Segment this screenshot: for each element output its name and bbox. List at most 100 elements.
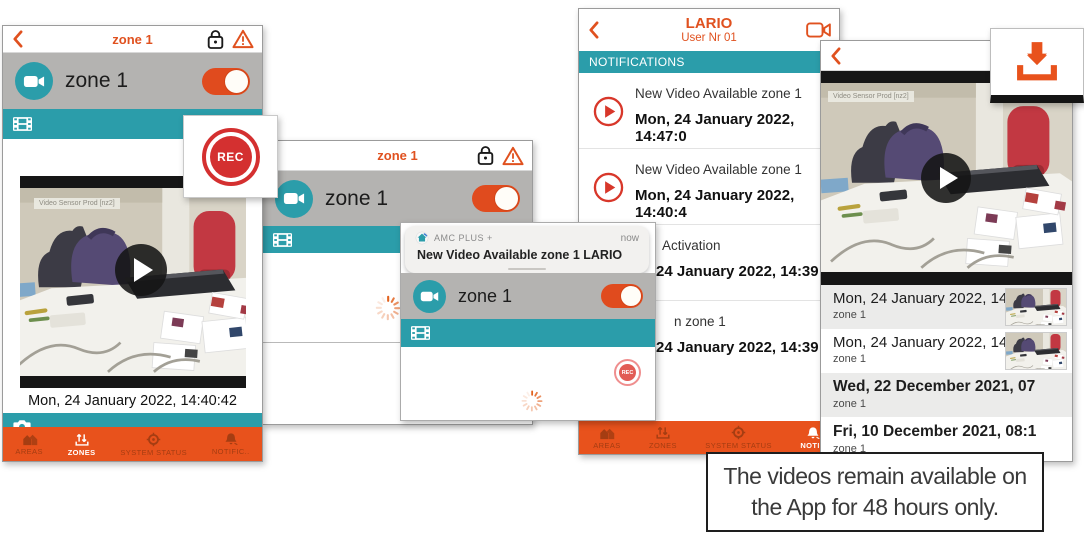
notification-date: 24 January 2022, 14:39:5	[656, 263, 832, 280]
drag-handle	[508, 268, 546, 270]
notification-date: 24 January 2022, 14:39:5	[656, 339, 832, 356]
notification-item[interactable]: Activation 24 January 2022, 14:39:5	[579, 225, 839, 301]
recording-zone: zone 1	[833, 353, 867, 365]
bottom-nav: AREAS ZONES SYSTEM STATUS NOTIF	[579, 421, 839, 454]
page-title: zone 1	[112, 31, 153, 47]
notification-title: New Video Available zone 1	[635, 162, 802, 177]
zone-row[interactable]: zone 1	[401, 273, 655, 319]
notification-title: Activation	[662, 238, 721, 253]
recording-date: Mon, 24 January 2022, 14:46:	[833, 290, 1033, 307]
film-strip-icon	[411, 326, 430, 340]
push-notification-banner[interactable]: AMC PLUS + now New Video Available zone …	[405, 226, 649, 273]
screen-push-notification: AMC PLUS + now New Video Available zone …	[400, 222, 656, 421]
notification-title: n zone 1	[674, 314, 726, 329]
recording-zone: zone 1	[833, 398, 867, 410]
video-camera-badge	[15, 62, 53, 100]
play-button[interactable]	[115, 244, 167, 296]
video-overlay-caption: Video Sensor Prod [nz2]	[34, 198, 120, 209]
notification-item[interactable]: New Video Available zone 1 Mon, 24 Janua…	[579, 149, 839, 225]
screen-video-playback: Video Sensor Prod [nz2] Mon, 24 January …	[820, 40, 1073, 462]
download-popup	[990, 28, 1084, 103]
notification-item[interactable]: New Video Available zone 1 Mon, 24 Janua…	[579, 73, 839, 149]
play-circle-icon[interactable]	[593, 96, 624, 127]
play-icon	[134, 258, 153, 282]
rec-mini-button[interactable]: REC	[614, 359, 641, 386]
download-icon[interactable]	[1014, 39, 1060, 85]
note-box: The videos remain available on the App f…	[706, 452, 1044, 532]
section-title: NOTIFICATIONS	[589, 55, 685, 69]
play-circle-icon[interactable]	[593, 172, 624, 203]
bell-icon	[805, 426, 821, 440]
zone-toggle[interactable]	[202, 67, 250, 95]
user-subtitle: User Nr 01	[681, 32, 737, 45]
recording-row[interactable]: Wed, 22 December 2021, 07 zone 1	[821, 373, 1072, 417]
nav-areas[interactable]: AREAS	[579, 421, 635, 454]
video-player[interactable]: Video Sensor Prod [nz2]	[20, 176, 246, 388]
recording-date: Mon, 24 January 2022, 14:40:	[833, 334, 1033, 351]
video-player[interactable]: Video Sensor Prod [nz2]	[821, 83, 1072, 272]
video-camera-icon	[283, 191, 305, 206]
areas-icon	[598, 426, 615, 440]
nav-areas[interactable]: AREAS	[3, 427, 55, 461]
notification-message: New Video Available zone 1 LARIO	[417, 248, 623, 262]
areas-icon	[21, 432, 38, 446]
zone-name: zone 1	[325, 186, 389, 210]
zone-row[interactable]: zone 1	[263, 171, 532, 226]
zones-icon	[74, 432, 90, 447]
nav-system-status[interactable]: SYSTEM STATUS	[108, 427, 199, 461]
notification-date: Mon, 24 January 2022, 14:40:4	[635, 187, 795, 221]
recording-zone: zone 1	[833, 309, 867, 321]
screen1-header: zone 1	[3, 26, 262, 53]
recording-date: Wed, 22 December 2021, 07	[833, 378, 1036, 395]
system-status-icon	[731, 425, 746, 440]
screen-zone-detail: zone 1 zone 1 Video Sensor Prod [nz2]	[2, 25, 263, 462]
system-title: LARIO	[685, 14, 733, 32]
video-camera-badge	[275, 179, 313, 218]
video-camera-badge	[413, 279, 446, 313]
zones-icon	[655, 425, 671, 440]
video-camera-icon	[23, 74, 45, 89]
play-icon	[939, 167, 958, 189]
nav-notifications[interactable]: NOTIF	[786, 421, 839, 454]
recording-date: Fri, 10 December 2021, 08:1	[833, 423, 1037, 440]
zone-row[interactable]: zone 1	[3, 53, 262, 109]
recordings-section-bar	[401, 319, 655, 347]
zone-toggle[interactable]	[601, 284, 643, 308]
loading-spinner	[374, 294, 402, 322]
zone-toggle[interactable]	[472, 185, 520, 212]
notification-title: New Video Available zone 1	[635, 86, 802, 101]
video-camera-icon	[420, 290, 439, 303]
app-name: AMC PLUS +	[434, 233, 493, 243]
bottom-nav: AREAS ZONES SYSTEM STATUS NOTIFIC..	[3, 427, 262, 461]
screen3-header: LARIO User Nr 01	[579, 9, 839, 51]
video-timestamp: Mon, 24 January 2022, 14:40:42	[28, 393, 237, 409]
nav-zones[interactable]: ZONES	[635, 421, 691, 454]
rec-button[interactable]: REC	[201, 127, 260, 186]
rec-mini-label: REC	[621, 369, 634, 376]
notification-time: now	[620, 232, 639, 244]
nav-notifications[interactable]: NOTIFIC..	[199, 427, 262, 461]
note-line-2: the App for 48 hours only.	[751, 494, 999, 520]
zone-name: zone 1	[65, 69, 129, 92]
nav-system-status[interactable]: SYSTEM STATUS	[691, 421, 786, 454]
rec-button-popup: REC	[183, 115, 278, 198]
recording-row[interactable]: Mon, 24 January 2022, 14:46: zone 1	[821, 285, 1072, 329]
notification-item[interactable]: n zone 1 24 January 2022, 14:39:5	[579, 301, 839, 377]
notification-date: Mon, 24 January 2022, 14:47:0	[635, 111, 795, 145]
screen2-header: zone 1	[263, 141, 532, 171]
system-status-icon	[146, 432, 161, 447]
recording-thumbnail	[1005, 288, 1067, 326]
film-strip-icon	[273, 233, 292, 247]
back-icon[interactable]	[830, 47, 841, 65]
video-overlay-caption: Video Sensor Prod [nz2]	[828, 91, 914, 102]
play-button[interactable]	[921, 153, 971, 203]
app-logo-icon	[415, 231, 429, 245]
bell-icon	[223, 432, 239, 446]
film-strip-icon	[13, 117, 32, 131]
recording-row[interactable]: Mon, 24 January 2022, 14:40: zone 1	[821, 329, 1072, 373]
rec-label: REC	[217, 149, 244, 164]
recording-thumbnail	[1005, 332, 1067, 370]
page-title: zone 1	[377, 148, 418, 163]
nav-zones[interactable]: ZONES	[55, 427, 108, 461]
